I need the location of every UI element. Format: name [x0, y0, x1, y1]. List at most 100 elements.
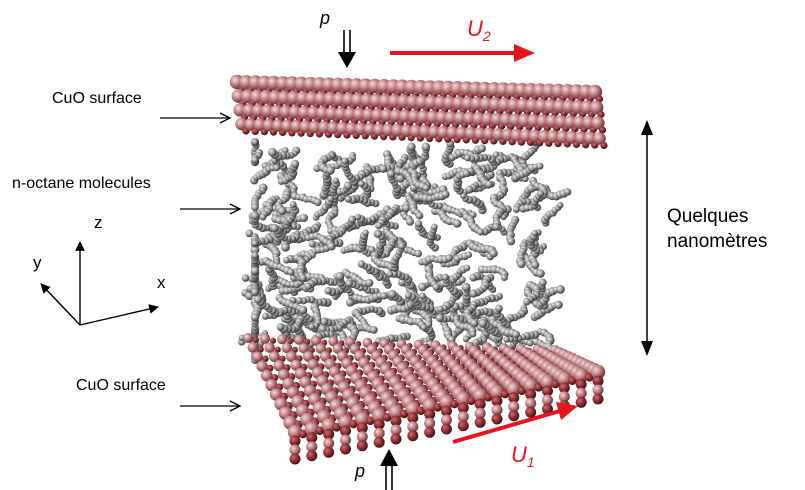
- copper-atom: [281, 119, 294, 133]
- edge-atom: [373, 436, 385, 448]
- carbon-atom: [250, 245, 260, 255]
- carbon-atom: [261, 312, 270, 320]
- copper-atom: [444, 111, 458, 125]
- carbon-atom: [459, 276, 466, 284]
- carbon-atom: [345, 298, 355, 307]
- edge-atom: [474, 398, 486, 410]
- carbon-atom: [357, 260, 366, 268]
- edge-atom: [491, 395, 503, 407]
- carbon-atom: [464, 154, 471, 162]
- copper-atom: [499, 113, 513, 127]
- copper-atom: [334, 107, 348, 121]
- oxygen-atom: [534, 382, 544, 392]
- carbon-atom: [492, 223, 500, 231]
- carbon-atom: [536, 269, 545, 278]
- copper-atom: [315, 343, 327, 354]
- carbon-atom: [357, 180, 365, 188]
- edge-atom: [390, 415, 402, 427]
- copper-atom: [253, 118, 267, 131]
- copper-atom: [308, 120, 322, 134]
- copper-atom: [302, 350, 314, 362]
- copper-atom: [483, 127, 496, 141]
- edge-atom: [323, 446, 335, 458]
- edge-atom: [340, 443, 351, 455]
- carbon-atom: [418, 292, 426, 300]
- copper-atom: [244, 118, 257, 131]
- carbon-atom: [291, 159, 300, 168]
- oxygen-atom: [262, 355, 269, 363]
- carbon-atom: [251, 239, 259, 247]
- edge-atom: [306, 450, 318, 462]
- copper-atom: [527, 114, 541, 128]
- edge-atom: [373, 427, 385, 439]
- carbon-atom: [380, 292, 388, 300]
- copper-atom: [398, 109, 412, 123]
- copper-atom: [391, 124, 404, 137]
- copper-atom: [256, 360, 268, 372]
- carbon-atom: [369, 326, 378, 334]
- bottom-velocity-subscript: 1: [526, 454, 535, 470]
- carbon-atom: [375, 230, 382, 238]
- carbon-atom: [365, 278, 374, 287]
- carbon-atom: [327, 242, 336, 251]
- carbon-atom: [345, 279, 353, 288]
- copper-atom: [591, 116, 605, 130]
- copper-atom: [473, 127, 487, 140]
- carbon-atom: [441, 190, 450, 199]
- carbon-atom: [476, 228, 485, 236]
- copper-atom: [354, 122, 368, 136]
- copper-atom: [372, 123, 386, 136]
- copper-atom: [565, 131, 579, 144]
- carbon-atom: [308, 240, 316, 248]
- carbon-atom: [461, 282, 471, 292]
- carbon-atom: [470, 319, 479, 328]
- carbon-atom: [512, 330, 520, 339]
- carbon-atom: [251, 138, 259, 146]
- copper-atom: [279, 105, 293, 119]
- carbon-atom: [405, 217, 415, 226]
- oxygen-atom: [567, 376, 577, 386]
- edge-atom: [592, 375, 604, 387]
- oxygen-atom: [466, 396, 476, 406]
- carbon-atom: [402, 204, 411, 212]
- copper-atom: [528, 129, 542, 143]
- copper-atom: [506, 381, 521, 396]
- edge-atom: [441, 414, 452, 426]
- carbon-atom: [507, 237, 516, 246]
- edge-atom: [306, 441, 318, 453]
- edge-atom: [508, 410, 520, 422]
- carbon-atom: [531, 229, 538, 237]
- edge-atom: [424, 426, 436, 438]
- copper-atom: [260, 104, 275, 118]
- oxygen-atom: [270, 337, 277, 344]
- carbon-atom: [289, 200, 297, 208]
- copper-atom: [363, 122, 377, 136]
- carbon-atom: [270, 224, 279, 233]
- copper-atom: [285, 351, 297, 362]
- carbon-atom: [430, 223, 438, 231]
- copper-atom: [316, 106, 330, 120]
- edge-atom: [424, 417, 436, 429]
- copper-atom: [317, 121, 331, 134]
- edge-atom: [441, 423, 452, 435]
- carbon-atom: [250, 211, 260, 220]
- carbon-atom: [485, 180, 493, 189]
- oxygen-atom: [365, 416, 375, 426]
- carbon-atom: [245, 229, 254, 238]
- copper-atom: [409, 124, 423, 138]
- copper-atom: [508, 113, 522, 127]
- copper-atom: [574, 131, 588, 145]
- carbon-atom: [318, 325, 327, 333]
- bottom-velocity-arrow: [452, 402, 578, 444]
- carbon-atom: [298, 305, 308, 315]
- carbon-atom: [341, 157, 349, 165]
- copper-atom: [262, 118, 276, 132]
- carbon-atom: [469, 273, 478, 282]
- bottom-surface-label: CuO surface: [76, 377, 166, 394]
- edge-atom: [575, 396, 587, 408]
- oxygen-atom: [257, 346, 264, 353]
- axis-x-label: x: [157, 273, 166, 292]
- carbon-atom: [251, 251, 259, 259]
- carbon-atom: [421, 142, 431, 152]
